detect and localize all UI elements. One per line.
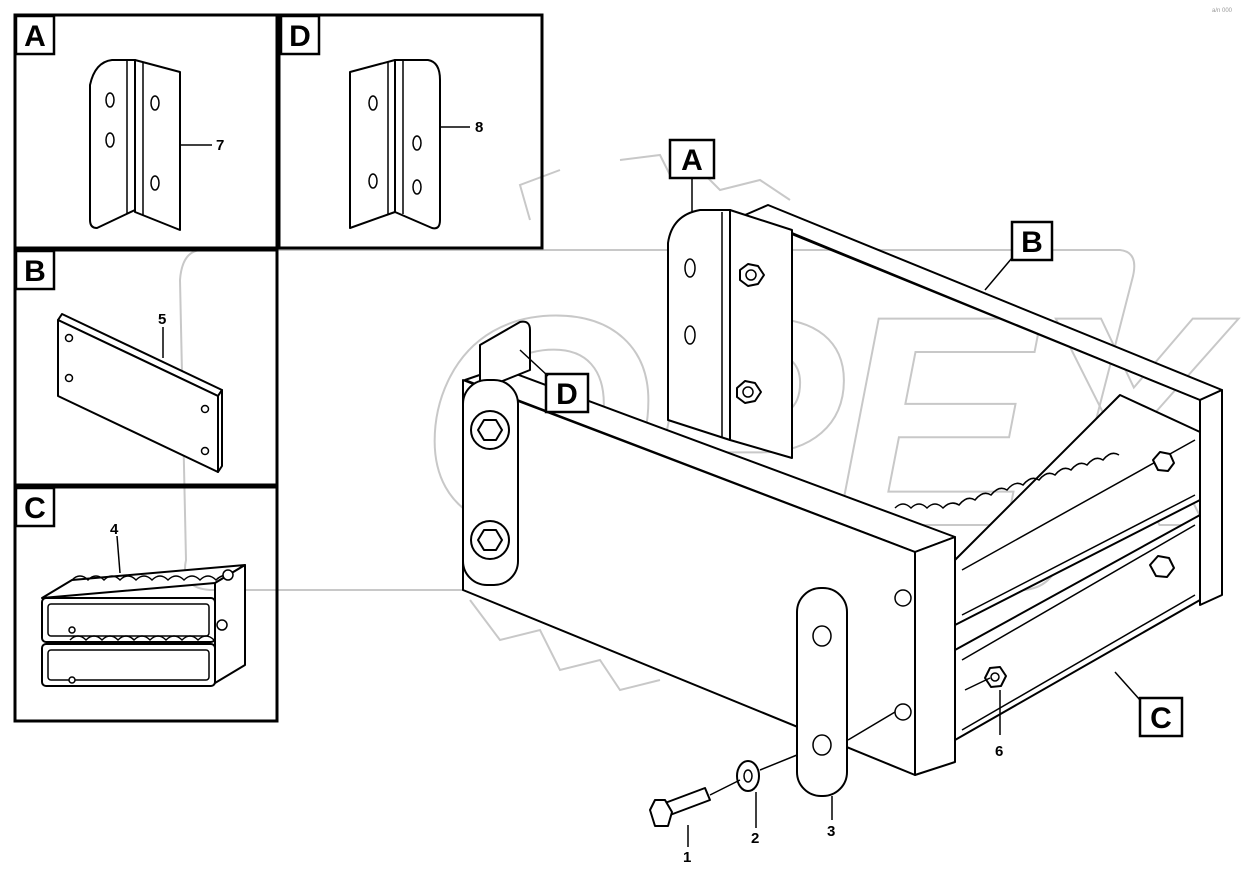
svg-text:A: A: [24, 20, 46, 53]
callout-7: 7: [216, 137, 224, 154]
svg-text:C: C: [24, 492, 46, 525]
mounted-bracket-a: [667, 209, 731, 441]
svg-text:B: B: [24, 255, 46, 288]
detail-label-c: C: [14, 486, 56, 528]
hex-nut-c1: [1152, 451, 1175, 472]
svg-text:A: A: [681, 144, 703, 177]
detail-frame-b: [13, 248, 279, 487]
callout-8: 8: [475, 119, 483, 136]
angle-bracket-8: [349, 59, 441, 230]
label-d-main: D: [519, 349, 590, 414]
assembly-lines: [709, 677, 991, 796]
nut-6: [984, 666, 1007, 688]
detail-frame-a: [13, 13, 279, 250]
front-beam-end: [914, 536, 956, 776]
hex-nut-a2: [736, 380, 762, 404]
callout-4: 4: [110, 521, 119, 538]
bolt-1: [649, 787, 711, 827]
svg-text:D: D: [289, 20, 311, 53]
callout-6: 6: [995, 743, 1003, 760]
plate-5: [57, 313, 223, 473]
svg-text:C: C: [1150, 702, 1172, 735]
callout-1: 1: [683, 849, 691, 866]
plate-3: [796, 587, 848, 797]
detail-label-a: A: [14, 14, 56, 56]
bolt-head-d2: [470, 520, 510, 560]
detail-frame-d: [277, 13, 544, 250]
rear-beam-end: [1199, 389, 1223, 606]
label-a-main: A: [668, 138, 716, 212]
callout-2: 2: [751, 830, 759, 847]
svg-text:D: D: [556, 378, 578, 411]
detail-frame-c: [13, 485, 279, 723]
corner-mark: a/n 000: [1212, 8, 1233, 14]
angle-bracket-7: [89, 59, 181, 231]
leader-4: [116, 535, 121, 574]
svg-text:B: B: [1021, 226, 1043, 259]
callout-3: 3: [827, 823, 835, 840]
label-c-main: C: [1114, 671, 1184, 738]
detail-label-b: B: [14, 249, 56, 291]
hex-nut-a1: [739, 263, 765, 287]
hex-nut-c2: [1149, 555, 1175, 578]
tube-assembly-4: [41, 564, 246, 687]
bolt-head-d1: [470, 410, 510, 450]
washer-2: [736, 760, 760, 792]
label-b-main: B: [984, 220, 1054, 291]
mounted-bracket-d: [479, 320, 531, 391]
detail-label-d: D: [279, 14, 321, 56]
callout-5: 5: [158, 311, 166, 328]
